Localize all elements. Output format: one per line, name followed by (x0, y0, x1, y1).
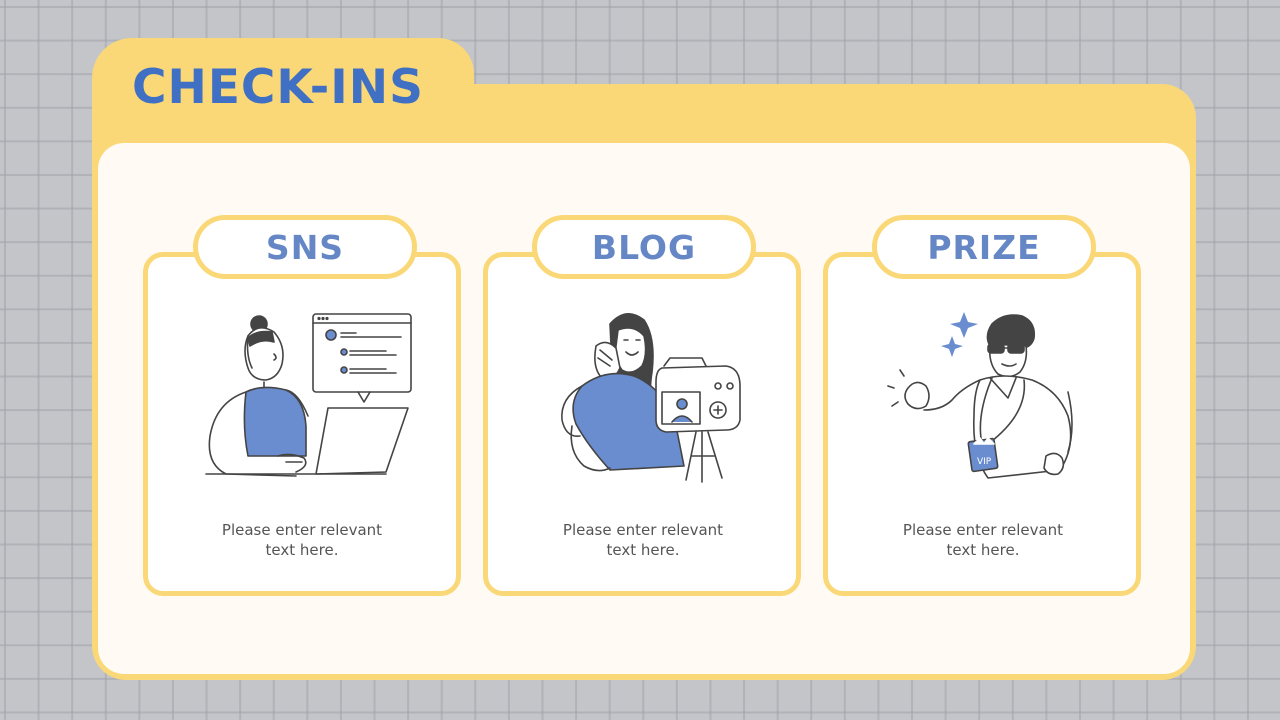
card-blog-title: BLOG (591, 227, 697, 267)
card-sns-title: SNS (265, 227, 345, 267)
sns-illustration (205, 313, 412, 477)
card-sns (143, 252, 461, 596)
vip-badge-text: VIP (977, 457, 992, 467)
card-prize (823, 252, 1141, 596)
blog-illustration (561, 313, 741, 483)
page-title: CHECK-INS (132, 60, 424, 115)
card-prize-text: Please enter relevant text here. (902, 521, 1064, 559)
card-blog-text: Please enter relevant text here. (562, 521, 724, 559)
card-prize-header: PRIZE (872, 215, 1096, 279)
card-sns-header: SNS (193, 215, 417, 279)
card-prize-title: PRIZE (927, 227, 1041, 267)
card-blog-header: BLOG (532, 215, 756, 279)
card-sns-text: Please enter relevant text here. (221, 521, 383, 559)
prize-illustration: VIP (887, 312, 1073, 479)
